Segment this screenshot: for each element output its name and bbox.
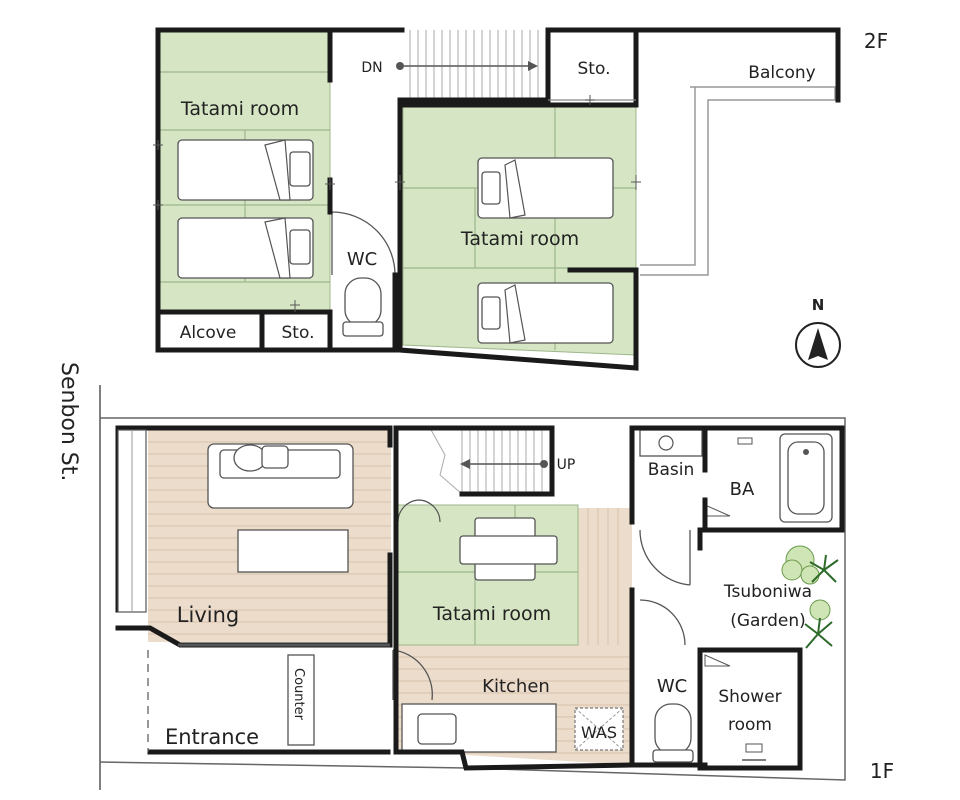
label-1f-garden-2: (Garden) [730, 611, 806, 631]
kitchen-sink [417, 713, 457, 745]
label-1f-bath: BA [730, 479, 755, 500]
label-floor-1f: 1F [870, 759, 894, 783]
stairs-1f-arrow [460, 459, 470, 469]
label-2f-storage-top: Sto. [578, 59, 611, 79]
wc-1f-door [639, 599, 686, 646]
label-2f-storage-left: Sto. [282, 323, 315, 343]
compass-north-label: N [812, 296, 825, 314]
label-floor-2f: 2F [864, 29, 888, 53]
stairs-1f-dot [540, 460, 548, 468]
floor-2f: Tatami room Tatami room WC Alcove Sto. S… [153, 27, 888, 371]
bed-right-1 [477, 157, 614, 219]
label-1f-wc: WC [657, 676, 687, 697]
walls-1f [115, 425, 845, 771]
bed-right-2 [477, 282, 614, 344]
label-1f-stairs: UP [557, 457, 576, 473]
low-table [459, 517, 558, 581]
bathtub [779, 433, 833, 523]
toilet-1f [652, 703, 694, 763]
compass: N [795, 296, 841, 368]
sofa [207, 443, 354, 509]
basin-door [639, 529, 691, 586]
garden-plants-icon [781, 545, 839, 649]
label-1f-shower-1: Shower [718, 687, 781, 707]
stairs-2f-dot [396, 62, 404, 70]
bed-left-2 [177, 217, 314, 279]
label-2f-wc: WC [347, 249, 377, 270]
label-1f-entrance: Entrance [165, 725, 259, 749]
stairs-2f [409, 30, 539, 100]
toilet-2f [342, 277, 384, 337]
hall-floor [578, 508, 632, 645]
label-1f-kitchen: Kitchen [482, 676, 550, 697]
floor-1f: Counter WAS [99, 417, 894, 783]
label-2f-balcony: Balcony [748, 63, 815, 83]
site-boundary [99, 417, 846, 781]
label-2f-stairs: DN [361, 60, 382, 76]
label-1f-living: Living [177, 603, 239, 627]
label-1f-shower-2: room [728, 715, 772, 735]
counter-box [287, 654, 315, 746]
label-1f-counter: Counter [291, 668, 306, 721]
washer [574, 707, 624, 751]
label-1f-tatami: Tatami room [432, 603, 551, 625]
label-2f-tatami-left: Tatami room [180, 98, 299, 120]
bed-left-1 [177, 139, 314, 201]
street-label: Senbon St. [56, 362, 81, 481]
entrance-door [392, 649, 433, 701]
walls-2f [155, 27, 841, 371]
stairs-2f-arrow [528, 61, 538, 71]
coffee-table [237, 529, 349, 573]
label-1f-garden-1: Tsuboniwa [723, 582, 812, 602]
balcony-rail [640, 86, 836, 276]
label-2f-alcove: Alcove [180, 323, 237, 343]
label-1f-basin: Basin [648, 460, 694, 480]
label-1f-washer: WAS [581, 723, 617, 742]
shower-fixture [745, 743, 763, 753]
markers-2f [153, 95, 641, 312]
label-2f-tatami-right: Tatami room [460, 228, 579, 250]
stairs-1f [461, 428, 543, 494]
wc-2f-door [331, 211, 396, 276]
